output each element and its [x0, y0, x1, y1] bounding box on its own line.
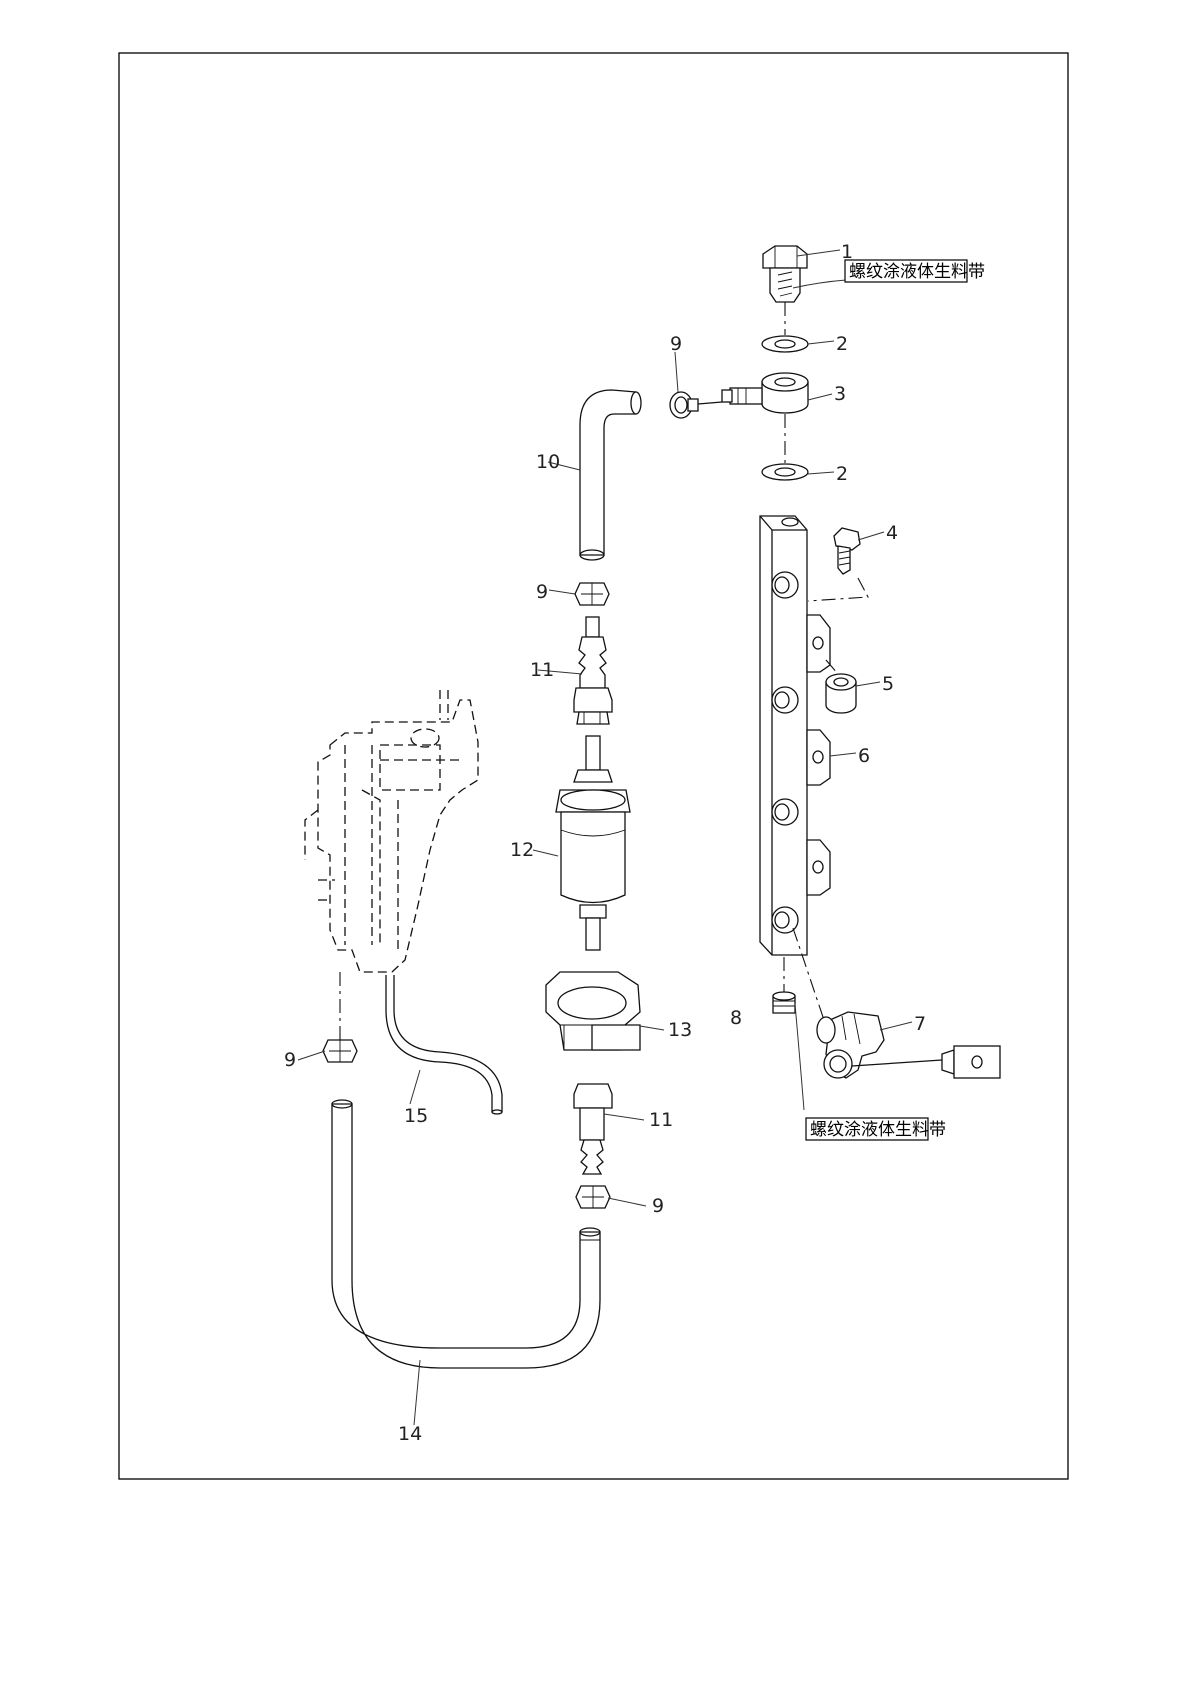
part-6-fuel-rail: [760, 516, 830, 955]
thread-note-bottom: 螺纹涂液体生料带: [806, 1118, 946, 1140]
callout-2-lower: 2: [836, 463, 848, 485]
part-11-connector-lower: [574, 1084, 612, 1174]
part-2-washer-upper: [762, 336, 808, 352]
fuel-tank-reference: [305, 690, 478, 972]
part-15-vent-hose: [386, 975, 502, 1114]
callout-11-upper: 11: [530, 659, 554, 681]
callout-3: 3: [834, 383, 846, 405]
callout-13: 13: [668, 1019, 692, 1041]
callout-12: 12: [510, 839, 534, 861]
part-9-clamp-left: [323, 1040, 357, 1062]
part-11-connector-upper: [574, 617, 612, 724]
part-7-elbow-connector: [817, 1012, 884, 1078]
callout-9-mid: 9: [536, 581, 548, 603]
svg-text:螺纹涂液体生料带: 螺纹涂液体生料带: [810, 1120, 946, 1140]
callout-10: 10: [536, 451, 560, 473]
callout-8: 8: [730, 1007, 742, 1029]
part-2-washer-lower: [762, 464, 808, 480]
callout-5: 5: [882, 673, 894, 695]
callout-9-top: 9: [670, 333, 682, 355]
part-1-banjo-bolt: [763, 246, 807, 302]
callout-11-lower: 11: [649, 1109, 673, 1131]
callout-14: 14: [398, 1423, 422, 1445]
part-14-u-hose: [332, 1100, 600, 1368]
callout-9-left: 9: [284, 1049, 296, 1071]
callout-6: 6: [858, 745, 870, 767]
callout-4: 4: [886, 522, 898, 544]
part-9-clamp-top: [670, 392, 722, 418]
callout-2-upper: 2: [836, 333, 848, 355]
part-9-clamp-mid: [575, 583, 609, 605]
callout-15: 15: [404, 1105, 428, 1127]
part-12-fuel-filter: [556, 736, 630, 950]
svg-text:螺纹涂液体生料带: 螺纹涂液体生料带: [849, 262, 985, 282]
part-4-screw: [834, 528, 860, 574]
part-9-clamp-lower: [576, 1186, 610, 1208]
part-10-bent-hose: [580, 390, 641, 560]
part-3-banjo-fitting: [722, 373, 808, 413]
part-8-plug: [773, 992, 795, 1013]
callout-7: 7: [914, 1013, 926, 1035]
callout-9-lower: 9: [652, 1195, 664, 1217]
part-5-spacer: [826, 674, 856, 713]
part-13-filter-bracket: [546, 972, 640, 1050]
sensor-connector: [942, 1046, 1000, 1078]
thread-note-top: 螺纹涂液体生料带: [845, 260, 985, 282]
